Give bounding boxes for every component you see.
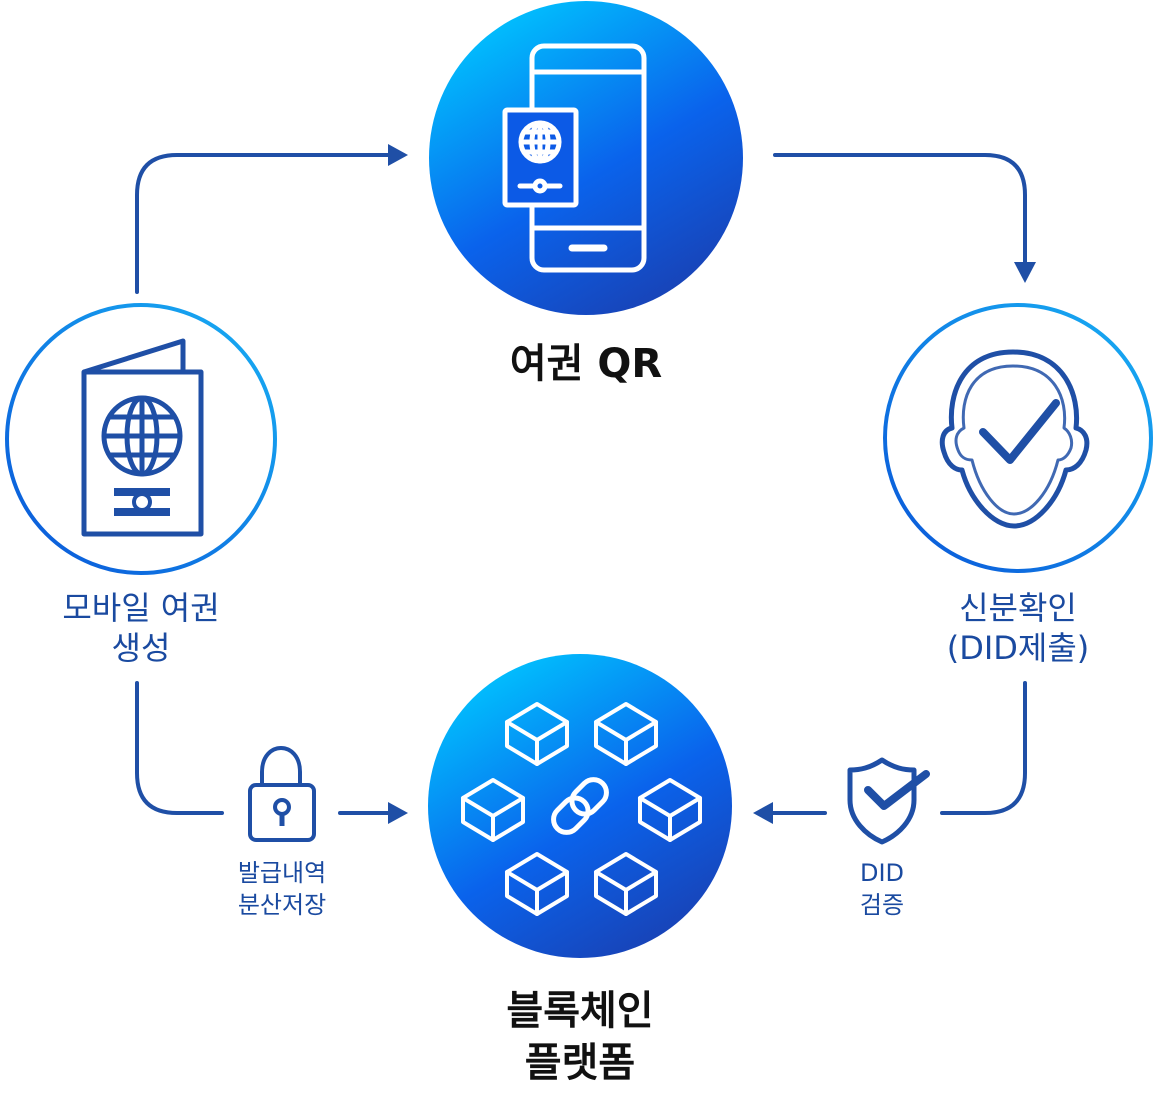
cube-icon — [505, 852, 569, 916]
node-blockchain-label: 블록체인 플랫폼 — [506, 985, 653, 1089]
connector-mobile-to-qr — [135, 153, 390, 294]
arrowhead-to-identity — [1014, 262, 1036, 283]
arrowhead-shield-to-blockchain — [753, 802, 773, 824]
chain-link-icon — [551, 777, 609, 835]
arrowhead-to-qr — [388, 144, 408, 166]
padlock-icon — [248, 746, 316, 842]
edge-did-verification-label: DID 검증 — [860, 857, 904, 921]
edge-issuance-storage-label-line1: 발급내역 — [237, 859, 327, 887]
node-blockchain — [428, 654, 732, 958]
blockchain-icon — [461, 702, 702, 916]
shield-check-icon — [847, 757, 930, 845]
node-identity-check-label: 신분확인 (DID제출) — [947, 588, 1090, 668]
edge-issuance-storage-label-line2: 분산저장 — [237, 891, 327, 919]
connector-mobile-to-padlock — [135, 681, 224, 815]
cube-icon — [505, 702, 569, 766]
arrowheads — [388, 144, 1036, 824]
arrowhead-padlock-to-blockchain — [388, 802, 408, 824]
cube-icon — [594, 852, 658, 916]
node-passport-qr — [429, 1, 743, 315]
edge-did-verification-label-line1: DID — [859, 859, 905, 887]
node-mobile-passport-label: 모바일 여권 생성 — [62, 588, 219, 668]
node-mobile-passport — [5, 303, 277, 575]
node-identity-check-label-line1: 신분확인 — [959, 589, 1077, 627]
node-passport-qr-label: 여권 QR — [509, 341, 663, 387]
connector-qr-to-identity — [773, 153, 1027, 264]
edge-issuance-storage-label: 발급내역 분산저장 — [238, 857, 326, 921]
node-identity-check — [883, 303, 1153, 573]
smartphone-passport-icon — [502, 43, 647, 273]
cube-icon — [638, 778, 702, 842]
edge-did-verification-label-line2: 검증 — [859, 891, 905, 919]
passport-icon — [81, 338, 204, 537]
node-identity-check-ring — [883, 303, 1153, 573]
connectors — [135, 153, 1027, 815]
node-passport-qr-circle — [429, 1, 743, 315]
connector-identity-to-blockchain — [940, 681, 1027, 815]
cube-icon — [594, 702, 658, 766]
cube-icon — [461, 778, 525, 842]
node-mobile-passport-label-line2: 생성 — [111, 629, 171, 667]
node-blockchain-label-line1: 블록체인 — [506, 988, 654, 1034]
node-blockchain-label-line2: 플랫폼 — [524, 1040, 636, 1086]
face-check-icon — [939, 349, 1090, 529]
node-identity-check-label-line2: (DID제출) — [946, 629, 1090, 667]
node-mobile-passport-label-line1: 모바일 여권 — [62, 589, 220, 627]
